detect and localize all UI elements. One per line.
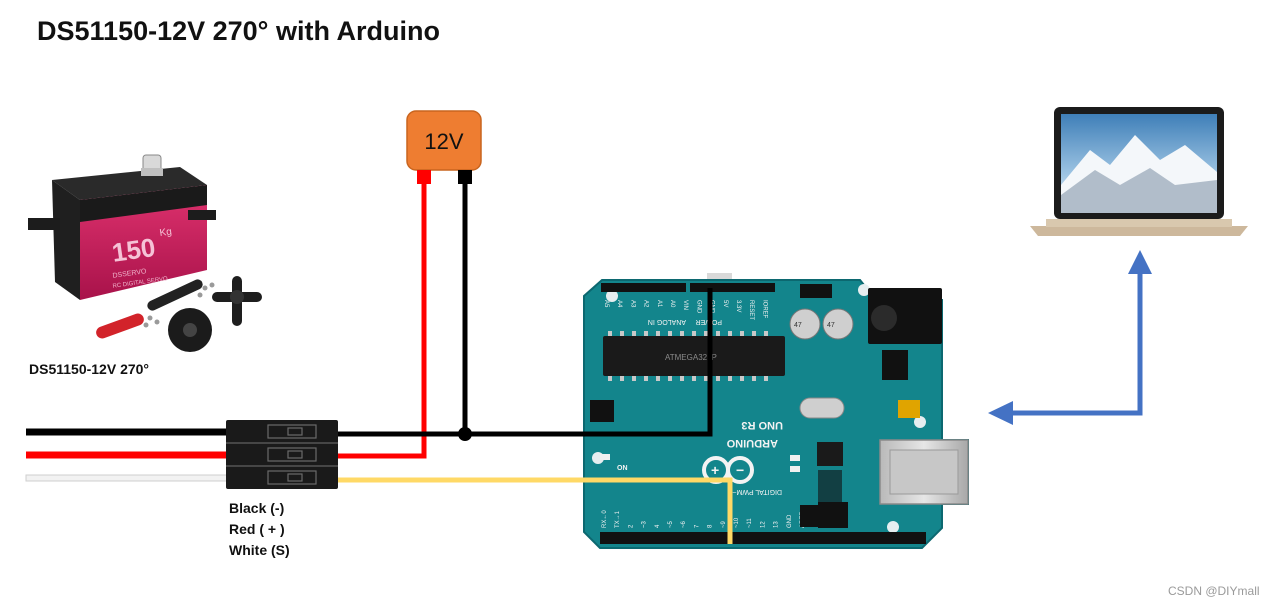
top-pin-label-12: IOREF <box>761 300 767 319</box>
servo-white-wire <box>25 474 231 482</box>
bottom-pin-label-6: ~6 <box>681 520 687 528</box>
microcontroller-chip <box>603 336 785 376</box>
board-brand-text: ARDUINO <box>726 437 778 449</box>
bottom-pin-label-10: ~10 <box>734 517 740 528</box>
power-negative-terminal <box>458 170 472 184</box>
servo-case-brand: DSSERVO <box>112 268 147 280</box>
on-led-label: ON <box>617 465 628 472</box>
svg-text:+: + <box>711 462 719 478</box>
arrow-line <box>1012 272 1143 416</box>
power-supply-box <box>406 110 482 171</box>
power-header <box>690 283 775 292</box>
servo-case-unit: Kg <box>159 226 173 239</box>
bottom-pin-label-1: TX→1 <box>615 510 621 528</box>
top-pin-label-2: A3 <box>629 300 635 308</box>
bottom-pin-label-12: 12 <box>760 521 766 528</box>
top-pin-label-3: A2 <box>643 300 649 308</box>
top-pin-label-5: A0 <box>669 300 675 308</box>
svg-text:47: 47 <box>827 322 835 329</box>
top-pin-label-9: 5V <box>722 300 728 307</box>
board-model-text: UNO R3 <box>741 419 783 431</box>
watermark: CSDN @DIYmall <box>1168 584 1260 598</box>
ground-junction <box>458 427 472 441</box>
top-pin-label-11: RESET <box>748 300 754 320</box>
bottom-pin-label-9: ~9 <box>721 520 727 528</box>
legend-white: White (S) <box>229 542 290 558</box>
svg-text:−: − <box>736 462 744 478</box>
digital-header-label: DIGITAL PWM~ <box>732 488 782 495</box>
top-pin-label-7: GND <box>695 300 701 314</box>
legend-black: Black (-) <box>229 500 285 516</box>
wire-color-legend: Black (-) Red ( + ) White (S) <box>229 498 290 561</box>
bottom-pin-label-0: RX←0 <box>602 510 608 528</box>
bottom-pin-label-7: 7 <box>694 524 700 528</box>
bottom-pin-label-4: 4 <box>655 524 661 528</box>
bottom-pin-label-11: ~11 <box>747 518 753 528</box>
servo-metal-arm <box>96 313 144 339</box>
chip-label: ATMEGA328P <box>665 353 717 362</box>
bottom-pin-label-14: GND <box>787 514 793 528</box>
bottom-pin-label-13: 13 <box>774 521 780 528</box>
top-pin-label-6: VIN <box>682 300 688 310</box>
bottom-pin-label-3: ~3 <box>642 520 648 528</box>
top-pin-label-0: A5 <box>603 300 609 308</box>
analog-header <box>601 283 686 292</box>
arrow-head-left <box>988 401 1013 425</box>
legend-red: Red ( + ) <box>229 521 285 537</box>
servo-label: DS51150-12V 270° <box>29 361 150 377</box>
power-supply-label: 12V <box>424 129 463 154</box>
svg-text:47: 47 <box>794 322 802 329</box>
top-pin-label-1: A4 <box>616 300 622 308</box>
usb-connection-arrow <box>988 250 1152 425</box>
laptop <box>1030 107 1248 236</box>
analog-header-label: ANALOG IN <box>648 318 686 325</box>
page-title: DS51150-12V 270° with Arduino <box>37 16 440 46</box>
power-supply-12v: 12V <box>406 110 482 184</box>
servo-photo: 150 Kg DSSERVO RC DIGITAL SERVO <box>28 154 262 352</box>
wires <box>25 176 733 544</box>
bottom-pin-label-8: 8 <box>708 524 714 528</box>
power-positive-terminal <box>417 170 431 184</box>
top-pin-label-10: 3.3V <box>735 300 741 312</box>
servo-horn-cross <box>212 276 262 326</box>
bottom-pin-label-2: 2 <box>628 524 634 528</box>
power-red-wire <box>334 176 427 459</box>
arrow-head-up <box>1128 250 1152 274</box>
digital-header <box>600 532 926 544</box>
arduino-uno-board: 47 47 ATMEGA328P + − <box>583 273 969 549</box>
servo-connector <box>226 420 338 489</box>
top-pin-label-4: A1 <box>656 300 662 308</box>
bottom-pin-label-5: ~5 <box>668 520 674 528</box>
servo-case-text: 150 <box>110 232 157 268</box>
signal-yellow-wire <box>334 477 733 544</box>
